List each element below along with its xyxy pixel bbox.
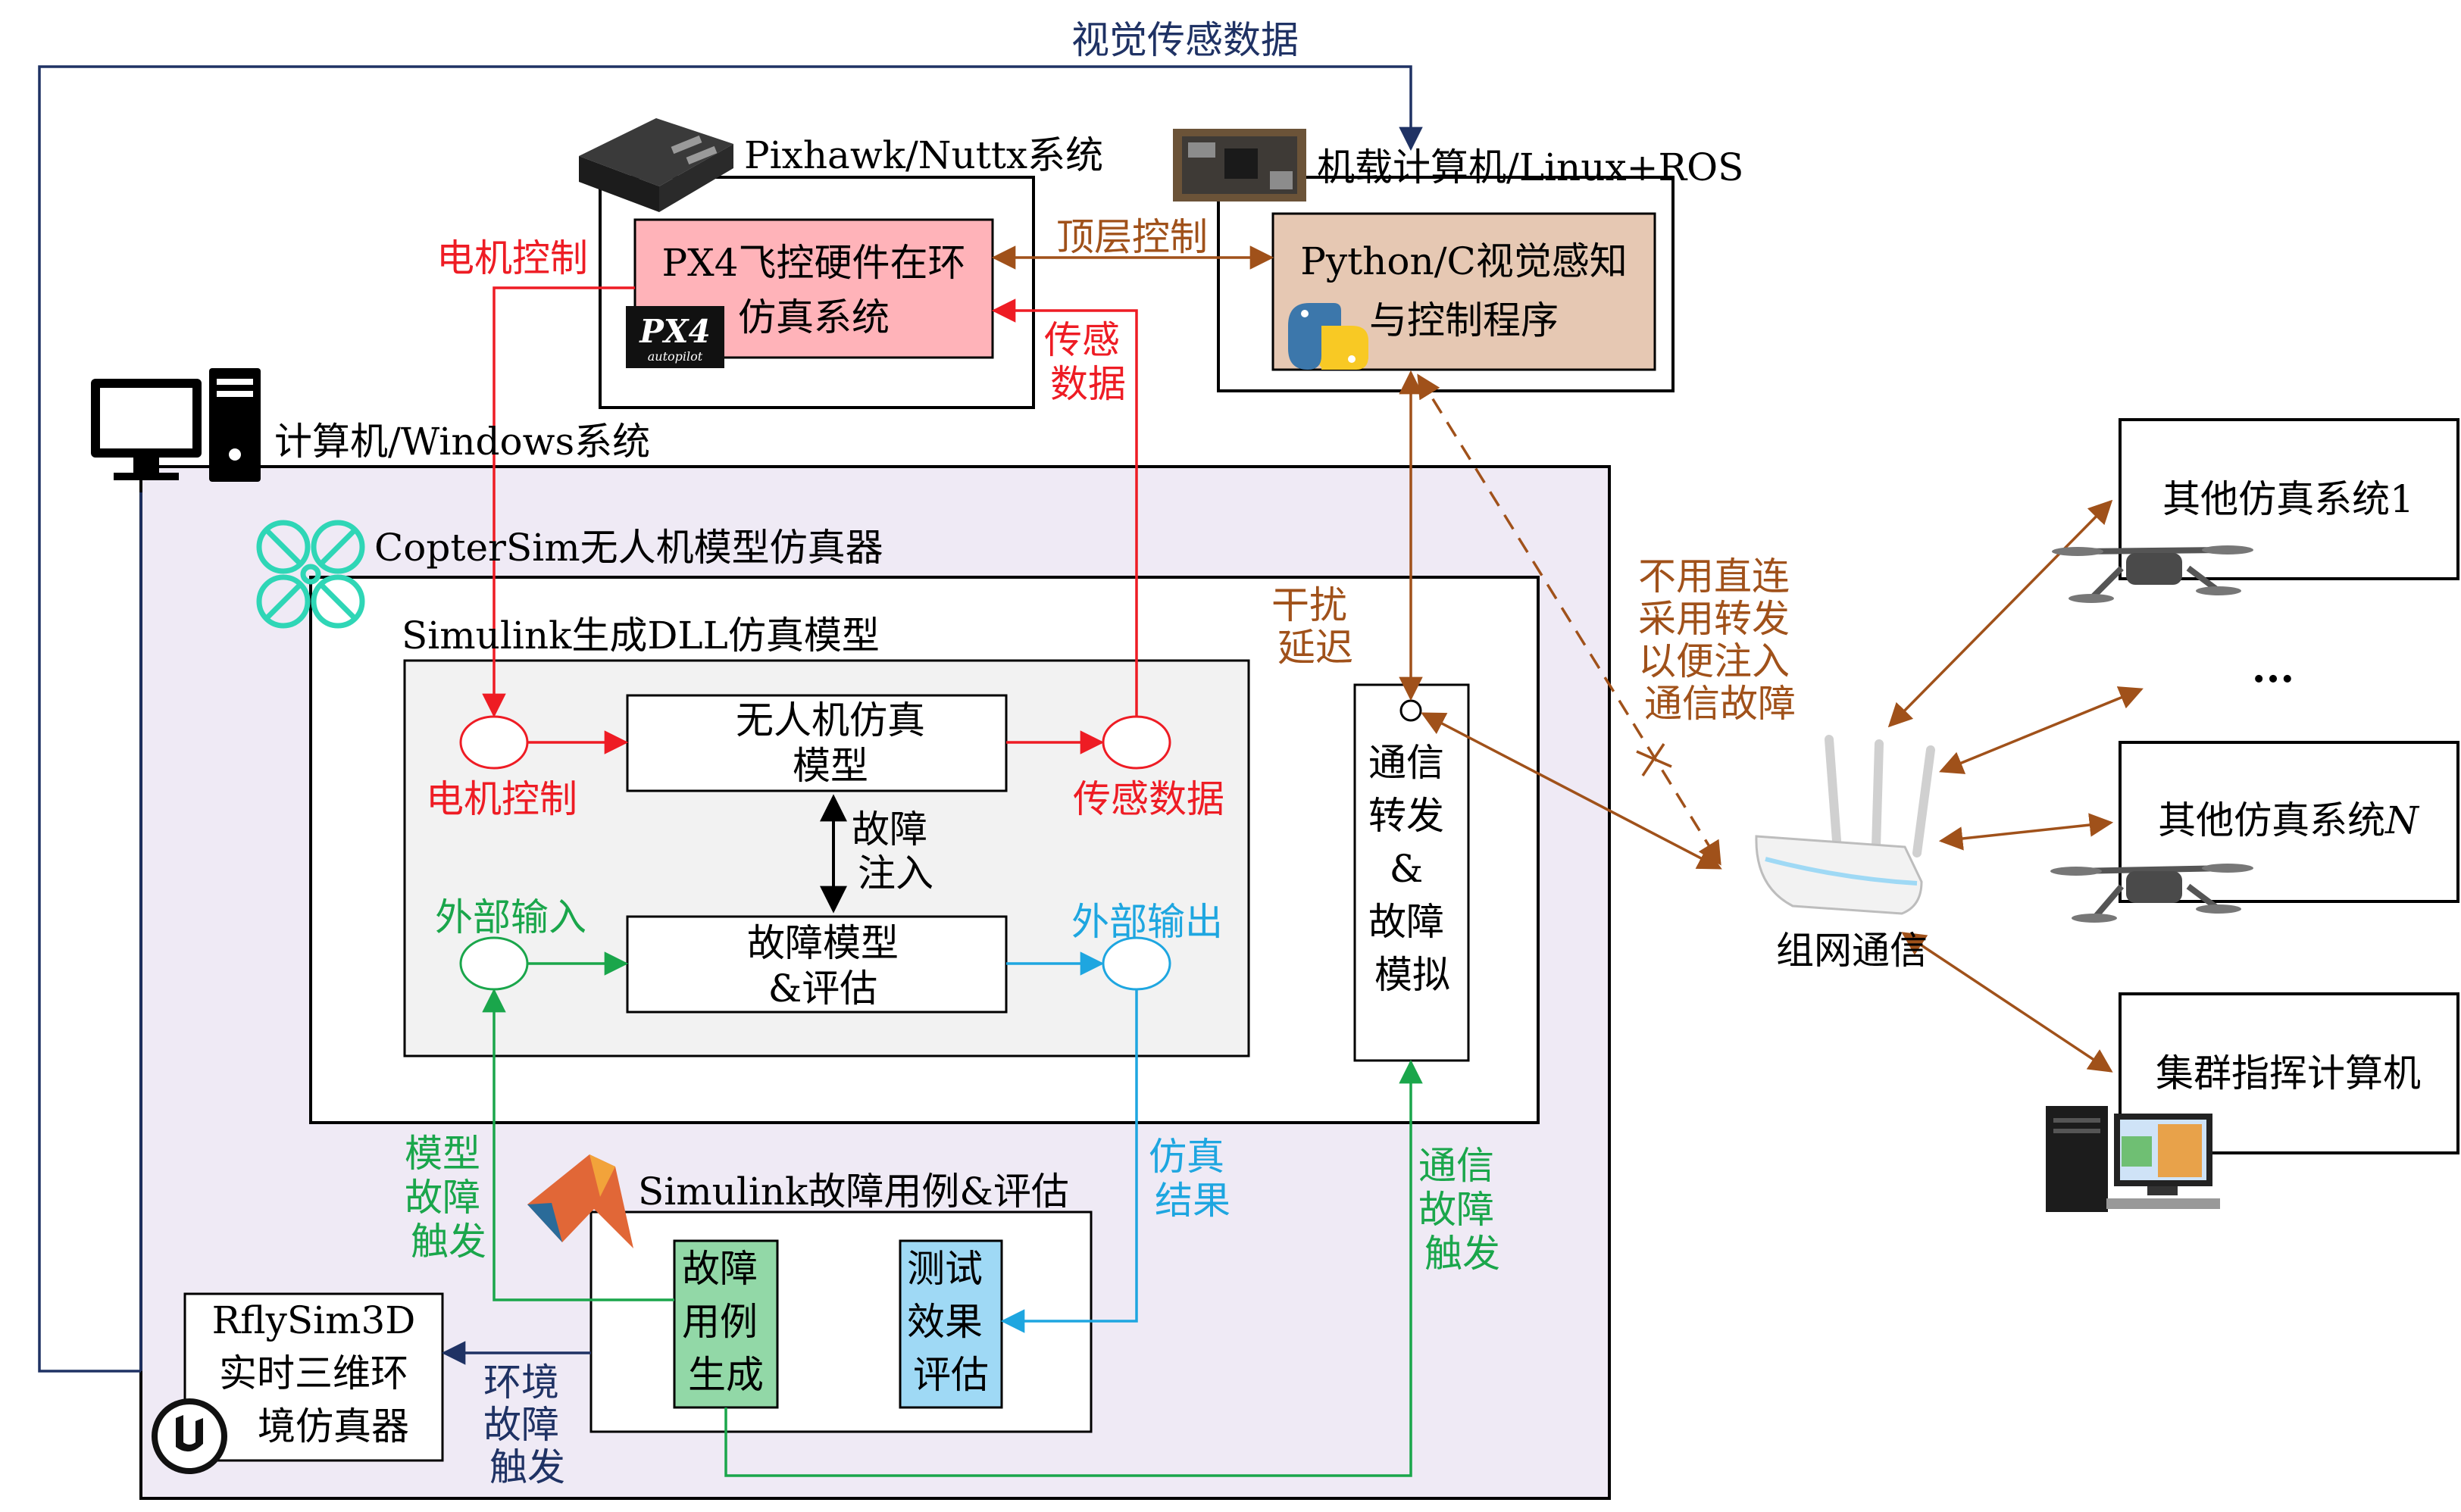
router-icon	[1755, 735, 1935, 915]
external-input-label: 外部输入	[435, 895, 586, 939]
motor-control-port	[459, 715, 529, 770]
matlab-logo-icon	[527, 1154, 633, 1248]
comm-fault-trigger-label: 通信 故障 触发	[1418, 1144, 1506, 1276]
python-program-label-2: 与控制程序	[1369, 298, 1559, 342]
comm-forward-label: 通信 转发 & 故障 模拟	[1368, 741, 1456, 997]
svg-text:PX4: PX4	[639, 313, 710, 350]
windows-pc-icon	[91, 368, 261, 482]
swarm-cmd-label: 集群指挥计算机	[2156, 1051, 2421, 1095]
test-eval-label: 测试 效果 评估	[907, 1247, 995, 1397]
uav-sim-model-label-2: 模型	[793, 744, 868, 788]
disturb-delay-label: 干扰 延迟	[1271, 583, 1359, 670]
px4-hil-label-2: 仿真系统	[738, 295, 890, 339]
rflysim3d-label-3: 境仿真器	[258, 1404, 409, 1448]
ellipsis-label: ...	[2252, 643, 2294, 692]
comm-port	[1399, 699, 1422, 722]
motor-control-top-label: 电机控制	[436, 236, 588, 280]
no-direct-dashed-arrow	[1417, 373, 1721, 866]
drone-1-icon	[2052, 545, 2253, 603]
model-fault-trigger-label: 模型 故障 触发	[405, 1132, 493, 1264]
windows-system-label: 计算机/Windows系统	[274, 420, 650, 464]
blocked-mark-2	[1641, 743, 1665, 776]
motor-control-inner-label: 电机控制	[426, 777, 577, 821]
fault-case-gen-box	[673, 1239, 779, 1409]
pixhawk-label: Pixhawk/Nuttx系统	[744, 133, 1103, 177]
fault-model-label-2: &评估	[768, 967, 878, 1011]
fault-injection-label: 故障 注入	[852, 808, 940, 895]
svg-text:autopilot: autopilot	[648, 349, 703, 364]
onboard-board-icon	[1173, 129, 1306, 201]
python-program-label: Python/C视觉感知	[1300, 239, 1628, 283]
other-sim-1-label: 其他仿真系统1	[2162, 477, 2414, 521]
sensor-data-arrow	[991, 298, 1138, 717]
sensor-data-top-label: 传感 数据	[1044, 318, 1132, 406]
pixhawk-board-icon	[579, 118, 733, 212]
onboard-computer-label: 机载计算机/Linux+ROS	[1317, 145, 1743, 189]
sensor-data-inner-label: 传感数据	[1073, 777, 1224, 821]
fault-case-gen-label: 故障 用例 生成	[682, 1247, 770, 1397]
top-control-label: 顶层控制	[1056, 215, 1208, 259]
visual-sense-data-label: 视觉传感数据	[1071, 18, 1299, 62]
coptersim-label: CopterSim无人机模型仿真器	[374, 526, 883, 570]
simulink-fault-case-label: Simulink故障用例&评估	[638, 1170, 1069, 1214]
sensor-data-port	[1102, 715, 1171, 770]
sim-result-label: 仿真 结果	[1149, 1135, 1237, 1223]
drone-n-icon	[2050, 864, 2253, 923]
network-label: 组网通信	[1776, 929, 1928, 973]
uav-sim-model-label: 无人机仿真	[736, 698, 925, 742]
net-to-ellipsis-arrow	[1939, 686, 2144, 774]
external-output-label: 外部输出	[1071, 900, 1223, 944]
net-to-swarm-cmd-arrow	[1901, 932, 2113, 1073]
rflysim3d-label-2: 实时三维环	[219, 1351, 408, 1395]
fault-model-label: 故障模型	[747, 921, 899, 965]
rflysim3d-label: RflySim3D	[212, 1298, 416, 1342]
visual-sense-data-arrow	[38, 65, 1423, 1373]
px4-logo-icon: PX4 autopilot	[626, 306, 724, 368]
test-eval-box	[899, 1239, 1003, 1409]
coptersim-quadcopter-icon	[256, 520, 365, 629]
external-output-port	[1102, 936, 1171, 991]
python-logo-icon	[1288, 303, 1368, 370]
sim-result-arrow	[1000, 989, 1138, 1333]
px4-hil-label: PX4飞控硬件在环	[661, 241, 965, 285]
rflysim3d-box	[183, 1292, 444, 1462]
unreal-logo-icon	[152, 1398, 227, 1474]
other-sim-n-label: 其他仿真系统N	[2158, 798, 2420, 842]
no-direct-label: 不用直连 采用转发 以便注入 通信故障	[1638, 555, 1802, 726]
model-fault-trigger-arrow	[482, 988, 674, 1301]
env-fault-trigger-label: 环境 故障 触发	[483, 1360, 571, 1489]
motor-control-arrow	[482, 286, 635, 718]
external-input-port	[459, 936, 529, 991]
net-to-other-sim-1-arrow	[1887, 499, 2113, 728]
comm-fault-trigger-arrow	[724, 1059, 1423, 1477]
dll-model-label: Simulink生成DLL仿真模型	[402, 614, 880, 658]
swarm-cmd-computer-icon	[2046, 1106, 2220, 1212]
net-to-other-sim-n-arrow	[1938, 813, 2114, 851]
